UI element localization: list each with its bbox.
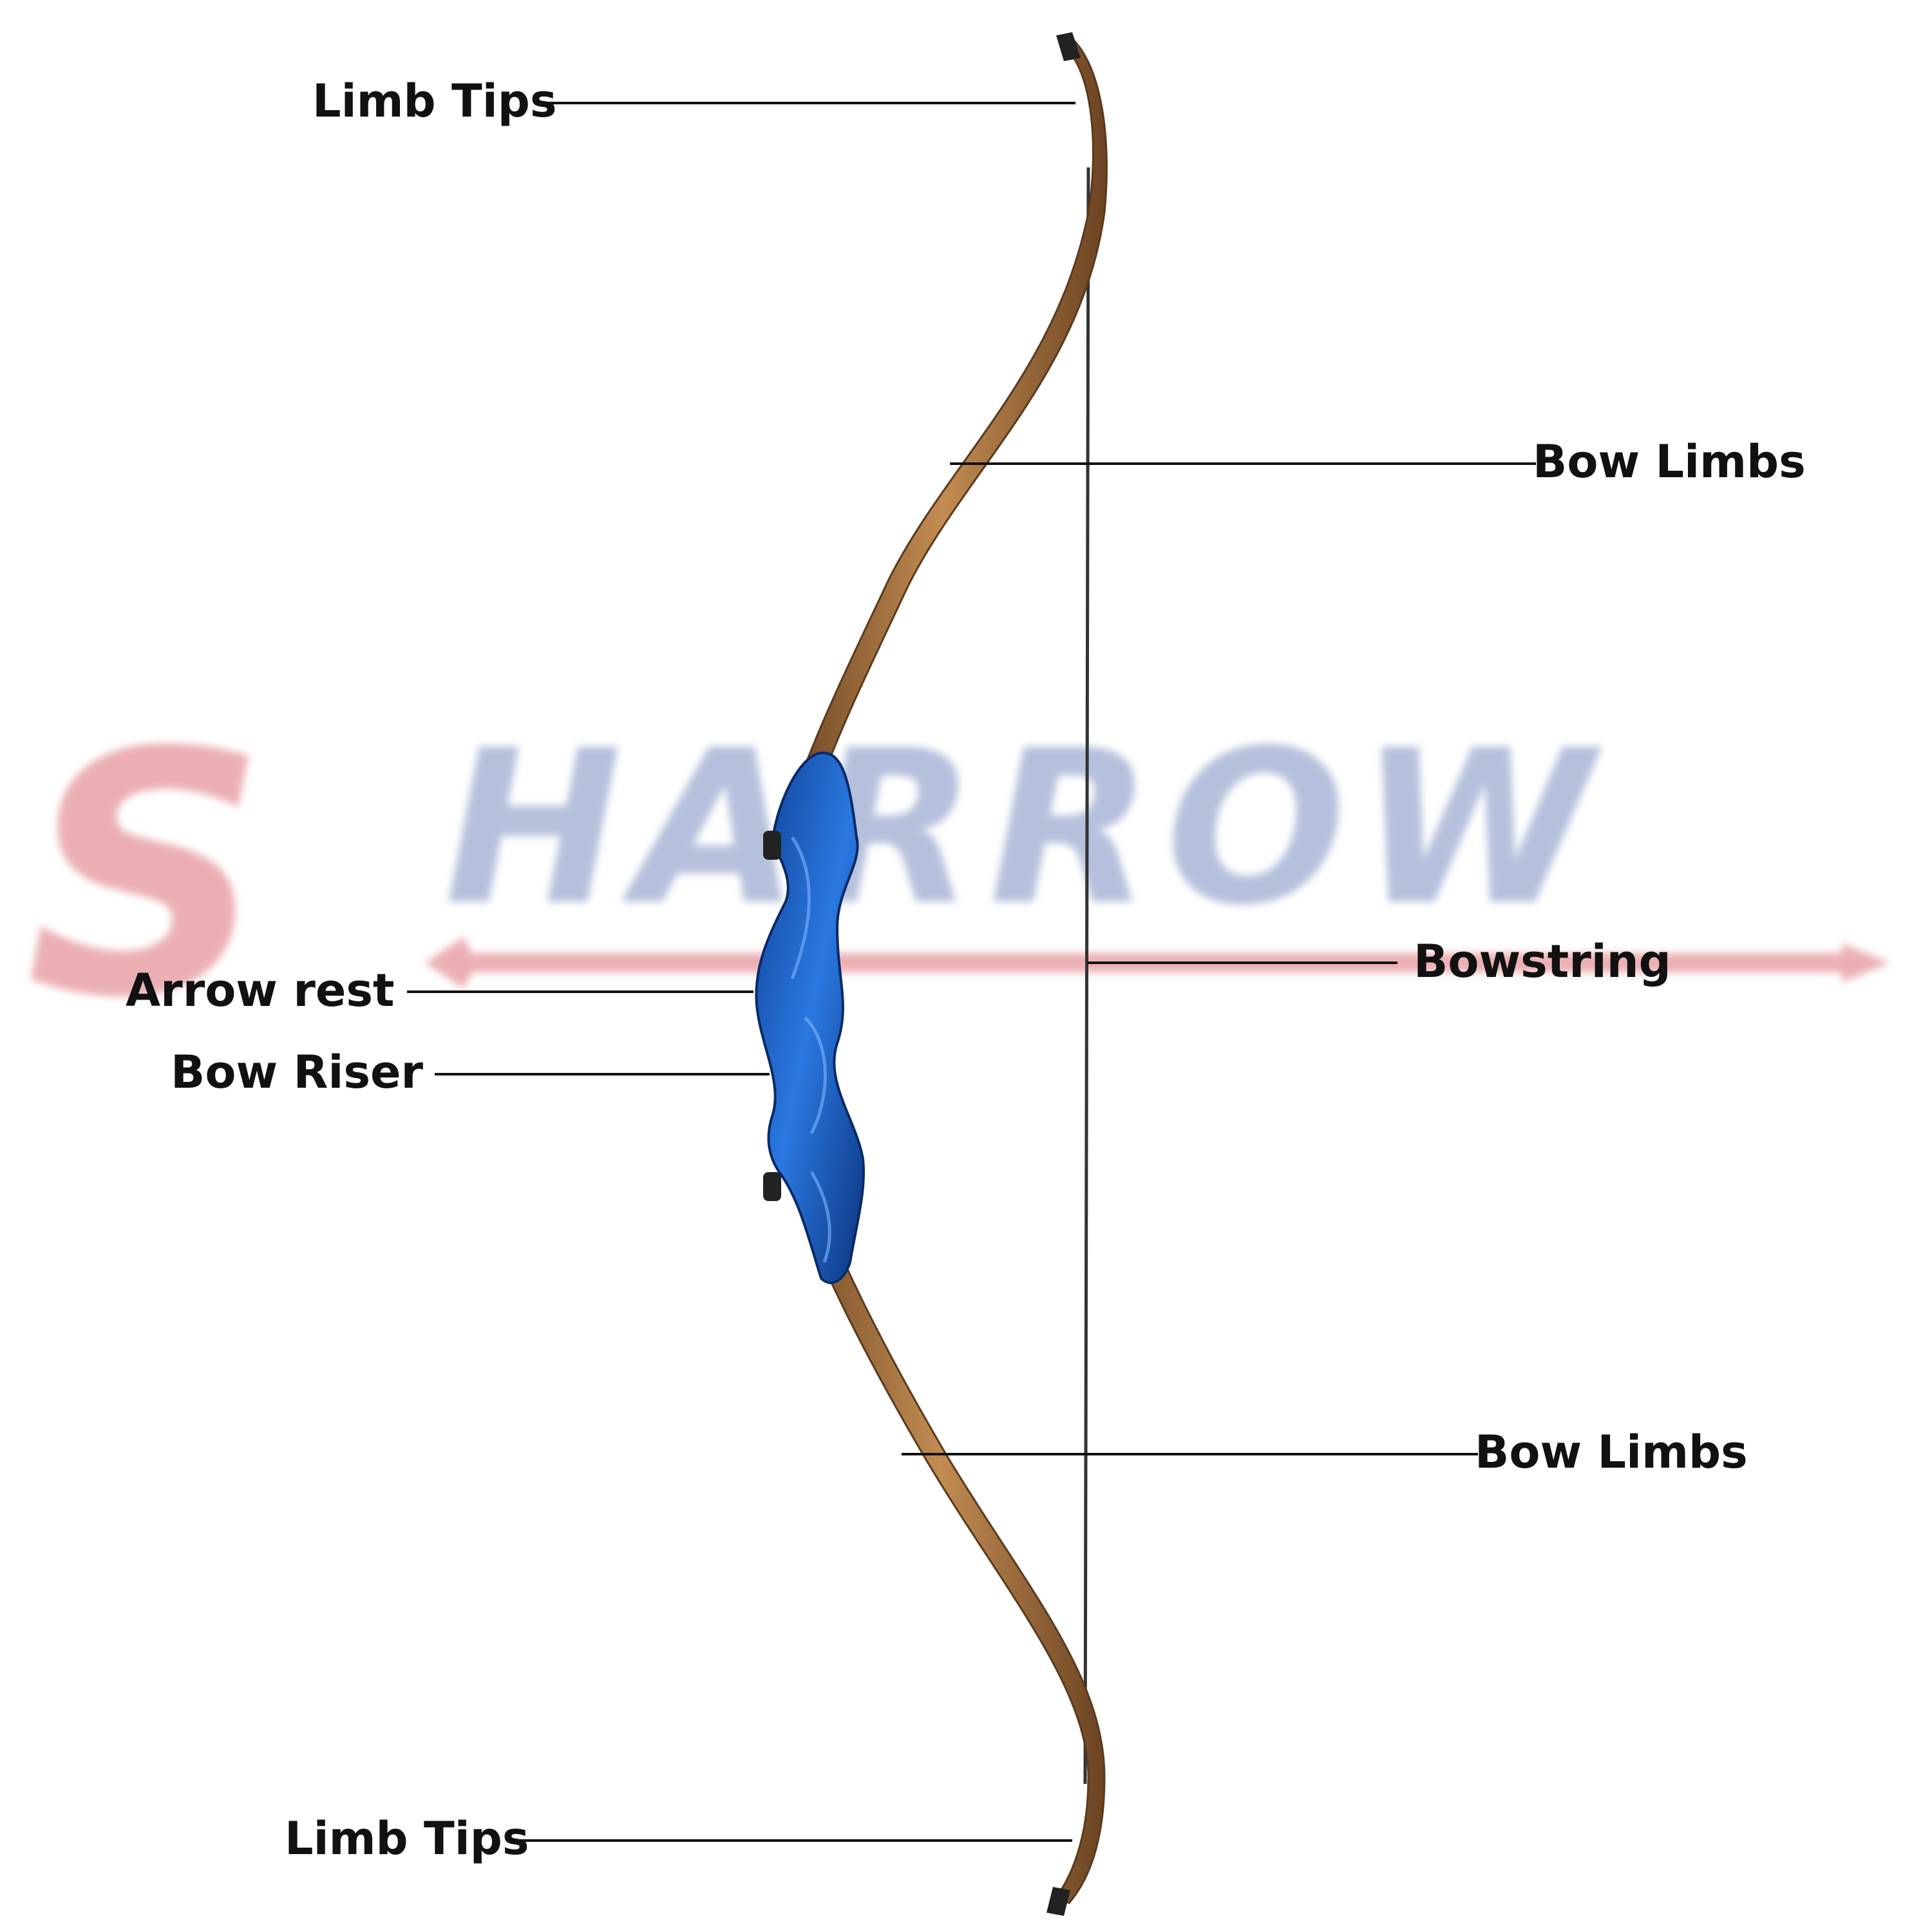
label-limb-tips-bottom: Limb Tips	[285, 1812, 529, 1865]
upper-limb-tip	[1056, 32, 1081, 61]
upper-limb-bolt	[763, 831, 781, 860]
label-bow-limbs-bottom: Bow Limbs	[1475, 1426, 1748, 1479]
bowstring-line	[1083, 167, 1090, 1785]
label-bow-riser: Bow Riser	[171, 1046, 424, 1099]
label-bow-limbs-top: Bow Limbs	[1533, 435, 1806, 488]
lower-limb-bolt	[763, 1172, 781, 1201]
watermark-first-letter: S	[26, 681, 267, 1071]
label-arrow-rest: Arrow rest	[126, 964, 395, 1017]
leader-lines	[407, 102, 1536, 1842]
label-limb-tips-top: Limb Tips	[312, 75, 557, 128]
label-bowstring: Bowstring	[1414, 935, 1671, 988]
riser	[755, 751, 865, 1284]
watermark-rest: HARROW	[444, 705, 1606, 952]
riser-grain	[790, 836, 831, 1263]
lower-limb-tip	[1046, 1887, 1070, 1916]
